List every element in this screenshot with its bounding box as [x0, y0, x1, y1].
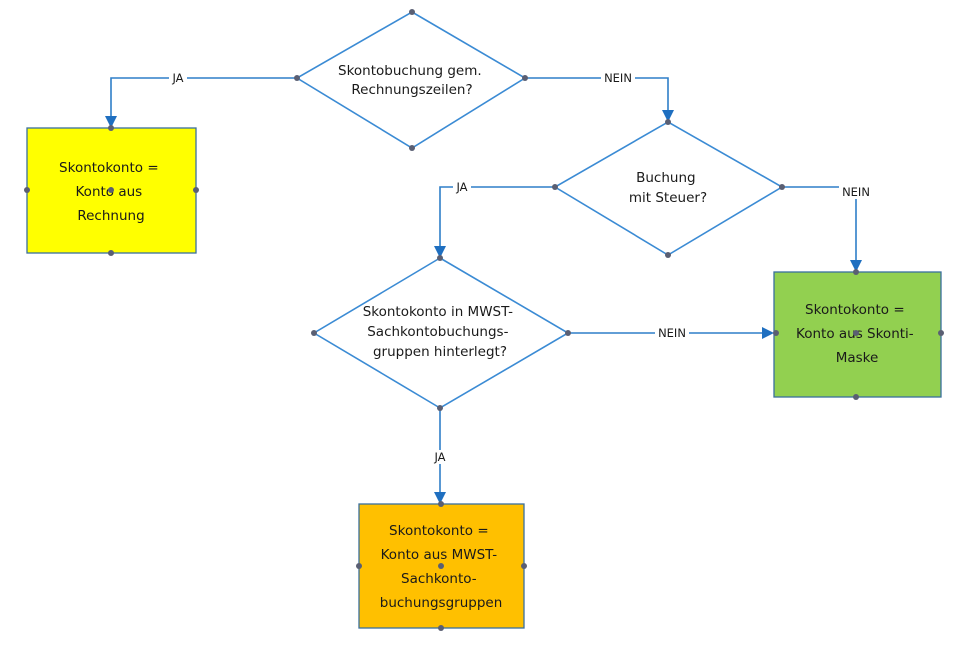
connection-handle[interactable]: [409, 145, 415, 151]
connection-handle[interactable]: [409, 9, 415, 15]
edge-labels: JA NEIN JA NEIN NEIN JA: [169, 71, 873, 464]
svg-text:Skontokonto in MWST- Sac: Skontokonto in MWST- Sachkontobuchungs- …: [363, 304, 518, 360]
connection-handle[interactable]: [193, 187, 199, 193]
connection-handle[interactable]: [565, 330, 571, 336]
decision-text-line: mit Steuer?: [629, 190, 707, 206]
result-konto-aus-skonti-maske[interactable]: Skontokonto = Konto aus Skonti- Maske: [773, 269, 944, 400]
connection-handle[interactable]: [108, 250, 114, 256]
connection-handle[interactable]: [294, 75, 300, 81]
edge-d2-d3[interactable]: [439, 186, 555, 248]
connection-handle[interactable]: [938, 330, 944, 336]
connection-handle[interactable]: [437, 405, 443, 411]
edge-label-d3-r2: NEIN: [658, 326, 686, 340]
decision-text-line: Skontobuchung gem.: [338, 63, 482, 79]
result-konto-aus-rechnung[interactable]: Skontokonto = Konto aus Rechnung: [24, 125, 199, 256]
decision-text-line: Rechnungszeilen?: [351, 82, 472, 98]
result-text-line: Maske: [836, 350, 879, 366]
svg-text:Skontokonto = Konto aus: Skontokonto = Konto aus MWST- Sachkonto-…: [380, 523, 503, 611]
svg-text:Skontobuchung gem. Rechn: Skontobuchung gem. Rechnungszeilen?: [338, 63, 486, 98]
connection-handle[interactable]: [108, 125, 114, 131]
arrowhead-icon: [762, 327, 774, 339]
edge-label-d2-d3: JA: [455, 180, 467, 194]
connection-handle[interactable]: [552, 184, 558, 190]
connection-handle[interactable]: [853, 394, 859, 400]
result-text-line: buchungsgruppen: [380, 595, 503, 611]
center-handle[interactable]: [108, 187, 114, 193]
decision-text-line: Sachkontobuchungs-: [367, 324, 508, 340]
decision-text-line: gruppen hinterlegt?: [373, 344, 507, 360]
center-handle[interactable]: [853, 330, 859, 336]
decision-skontobuchung[interactable]: Skontobuchung gem. Rechnungszeilen?: [294, 9, 528, 151]
decision-buchung-mit-steuer[interactable]: Buchung mit Steuer?: [552, 119, 785, 258]
connection-handle[interactable]: [521, 563, 527, 569]
result-text-line: Sachkonto-: [401, 571, 477, 587]
connection-handle[interactable]: [437, 255, 443, 261]
decision-text-line: Buchung: [636, 170, 695, 186]
connection-handle[interactable]: [779, 184, 785, 190]
edge-label-d3-r3: JA: [433, 450, 445, 464]
connection-handle[interactable]: [853, 269, 859, 275]
result-text-line: Konto aus MWST-: [381, 547, 498, 563]
edge-d1-d2[interactable]: [525, 77, 669, 112]
arrowhead-icon: [850, 260, 862, 272]
connection-handle[interactable]: [438, 625, 444, 631]
result-konto-aus-mwst-sachkontobuchungsgruppen[interactable]: Skontokonto = Konto aus MWST- Sachkonto-…: [356, 501, 527, 631]
result-text-line: Skontokonto =: [805, 302, 905, 318]
arrowhead-icon: [434, 492, 446, 504]
edge-label-d1-r1: JA: [171, 71, 183, 85]
decision-mwst-sachkontobuchungsgruppen[interactable]: Skontokonto in MWST- Sachkontobuchungs- …: [311, 255, 571, 411]
connection-handle[interactable]: [665, 119, 671, 125]
connection-handle[interactable]: [665, 252, 671, 258]
svg-text:Buchung mit Steuer?: Buchung mit Steuer?: [629, 170, 707, 206]
connection-handle[interactable]: [773, 330, 779, 336]
connection-handle[interactable]: [311, 330, 317, 336]
decision-text-line: Skontokonto in MWST-: [363, 304, 513, 320]
result-text-line: Rechnung: [77, 208, 144, 224]
connection-handle[interactable]: [24, 187, 30, 193]
connection-handle[interactable]: [522, 75, 528, 81]
result-text-line: Skontokonto =: [389, 523, 489, 539]
center-handle[interactable]: [438, 563, 444, 569]
edge-label-d1-d2: NEIN: [604, 71, 632, 85]
arrowhead-icon: [105, 116, 117, 128]
edge-d1-r1[interactable]: [110, 77, 297, 118]
arrowhead-icon: [662, 110, 674, 122]
result-text-line: Skontokonto =: [59, 160, 159, 176]
connection-handle[interactable]: [438, 501, 444, 507]
connection-handle[interactable]: [356, 563, 362, 569]
edge-label-d2-r2: NEIN: [842, 185, 870, 199]
arrowhead-icon: [434, 246, 446, 258]
